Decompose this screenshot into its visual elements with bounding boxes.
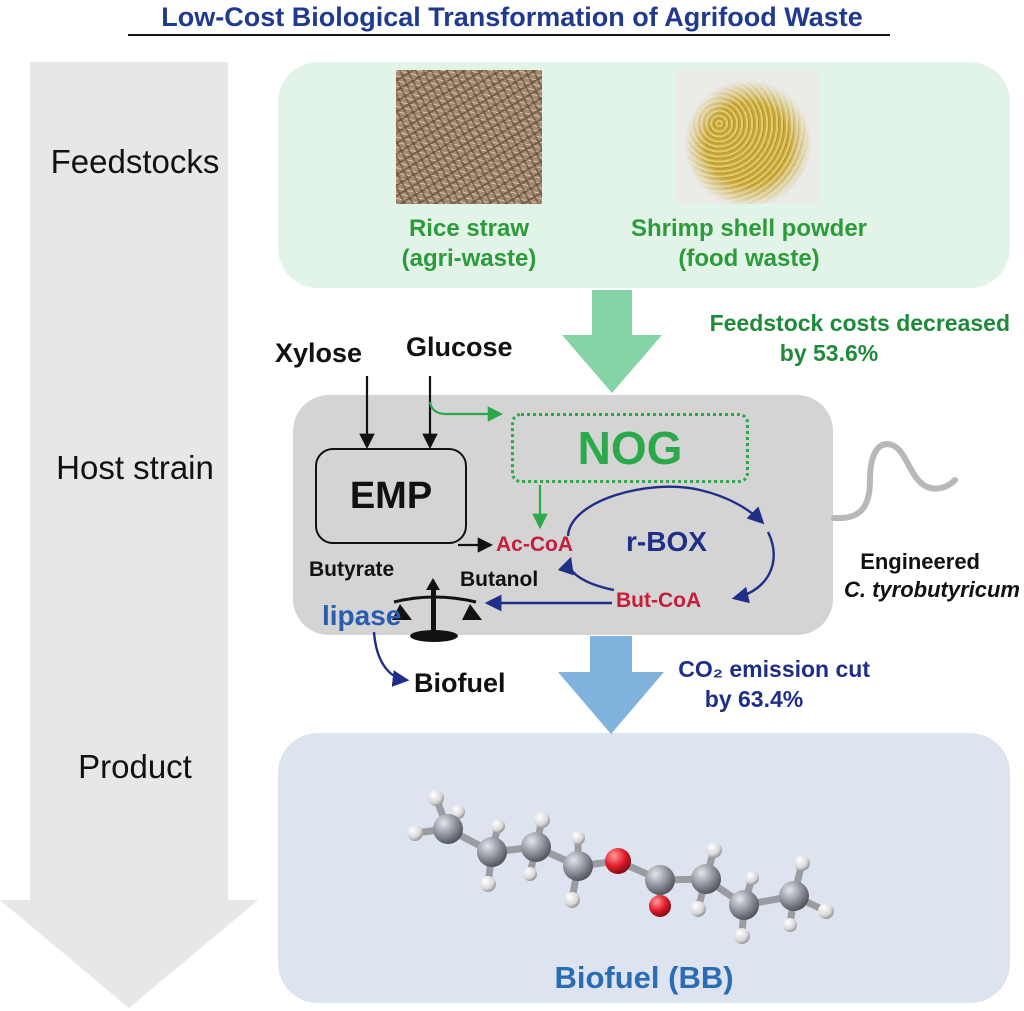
- biofuel-label: Biofuel: [414, 668, 506, 698]
- product-panel: [278, 733, 1010, 1003]
- nog-pathway-box: NOG: [511, 413, 749, 483]
- butyrate-label: Butyrate: [309, 558, 395, 581]
- rbox-cycle-top: [566, 485, 765, 537]
- rbox-cycle-right: [731, 531, 775, 604]
- emp-pathway-box: EMP: [315, 448, 467, 544]
- host-to-product-arrow: [558, 636, 664, 734]
- title-underline: [128, 34, 890, 36]
- glucose-label: Glucose: [406, 332, 513, 362]
- molecule-hydrogens: [407, 790, 834, 944]
- rice-straw-label: Rice straw (agri-waste): [401, 215, 537, 272]
- stage-label-product: Product: [78, 748, 192, 785]
- glucose-to-nog-arrow: [428, 401, 504, 422]
- feedstock-to-host-arrow: [562, 290, 662, 393]
- butanol-label: Butanol: [460, 568, 539, 591]
- but-coa-label: But-CoA: [616, 589, 702, 612]
- lipase-to-biofuel-arrow: [372, 631, 410, 687]
- organism-label: Engineered C. tyrobutyricum: [843, 549, 1020, 602]
- rice-straw-image: [396, 70, 542, 204]
- xylose-label: Xylose: [275, 338, 363, 368]
- process-flow-arrow: [0, 62, 258, 1008]
- molecule-carbons: [433, 814, 809, 920]
- shrimp-shell-powder-image: [676, 70, 820, 204]
- rbox-cycle-left: [557, 556, 615, 592]
- shrimp-shell-label: Shrimp shell powder (food waste): [630, 215, 868, 272]
- stage-label-feedstocks: Feedstocks: [50, 143, 220, 180]
- molecule-oxygens: [605, 848, 671, 917]
- lipase-label: lipase: [322, 600, 402, 631]
- ac-coa-label: Ac-CoA: [496, 533, 573, 556]
- feedstock-cost-annotation: Feedstock costs decreased by 53.6%: [709, 310, 1010, 366]
- co2-emission-annotation: CO₂ emission cut by 63.4%: [678, 656, 870, 712]
- balance-scale-icon: [392, 578, 482, 642]
- page-title: Low-Cost Biological Transformation of Ag…: [161, 2, 863, 32]
- product-label: Biofuel (BB): [554, 960, 734, 995]
- stage-label-host-strain: Host strain: [56, 449, 214, 486]
- bacterium-flagellum: [831, 441, 958, 522]
- r-box-label: r-BOX: [626, 526, 707, 557]
